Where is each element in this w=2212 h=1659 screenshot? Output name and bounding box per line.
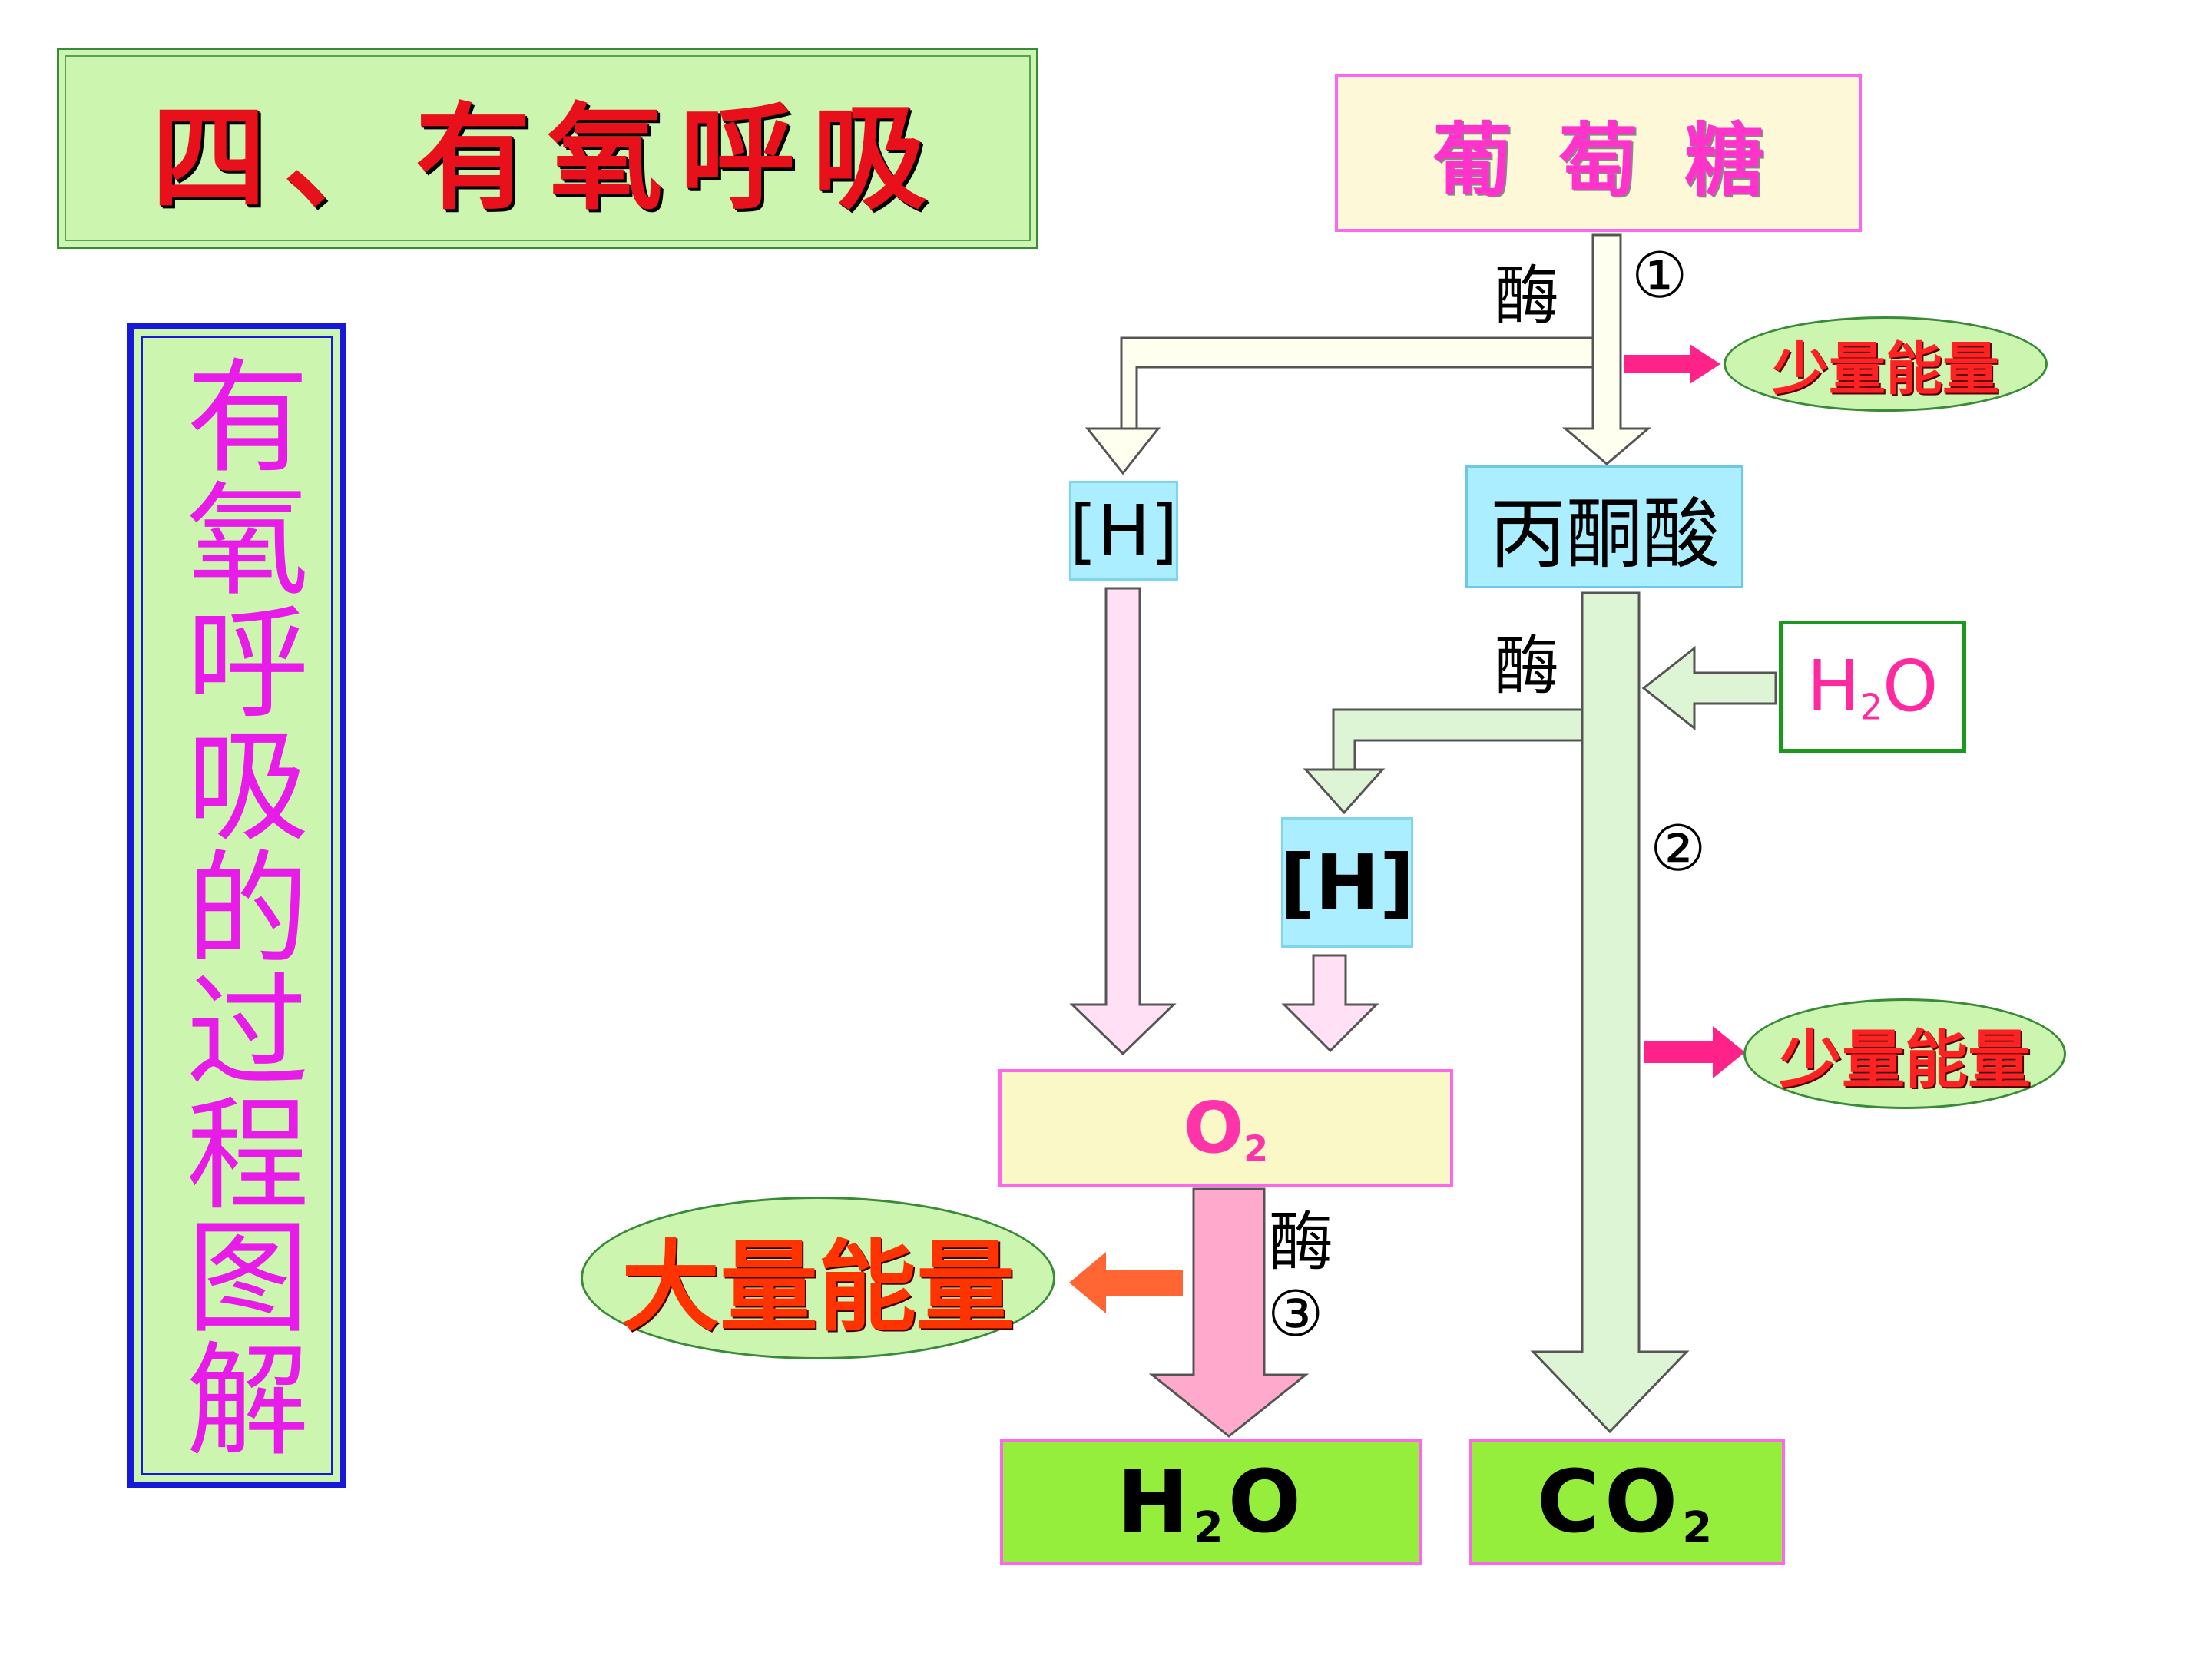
glucose-label: 葡萄糖 — [1432, 113, 1810, 207]
arrow-energy-large — [1069, 1252, 1183, 1313]
energy-large-label: 大量能量 — [621, 1230, 1015, 1345]
oxygen-label: O2 — [1183, 1087, 1269, 1170]
arrow-o2-to-water — [1148, 1187, 1310, 1438]
energy-small-1-label: 少量能量 — [1772, 336, 1999, 402]
node-glucose: 葡萄糖 — [1335, 74, 1862, 232]
water-output-label: H2O — [1117, 1452, 1306, 1553]
hydrogen-2-label: [H] — [1280, 837, 1415, 928]
energy-small-2: 少量能量 — [1743, 998, 2066, 1109]
side-label: 有氧呼吸的过程图解 — [165, 353, 310, 1459]
arrow-water-in — [1641, 645, 1777, 731]
step-1: ① — [1631, 240, 1688, 313]
node-water-input: H2O — [1779, 621, 1966, 753]
water-input-label: H2O — [1806, 645, 1939, 728]
enzyme-label-1: 酶 — [1495, 258, 1560, 333]
energy-large: 大量能量 — [581, 1197, 1055, 1359]
node-pyruvate: 丙酮酸 — [1465, 465, 1743, 588]
pyruvate-label: 丙酮酸 — [1489, 488, 1720, 579]
energy-small-2-label: 少量能量 — [1778, 1023, 2031, 1097]
node-water-output: H2O — [1000, 1439, 1422, 1565]
node-hydrogen-1: [H] — [1069, 481, 1178, 581]
step-2: ② — [1650, 813, 1707, 886]
page-title: 四、有氧呼吸 — [151, 90, 944, 226]
hydrogen-1-label: [H] — [1069, 489, 1178, 572]
node-carbon-dioxide: CO2 — [1469, 1439, 1785, 1565]
enzyme-label-3: 酶 — [1269, 1204, 1334, 1280]
arrow-glucose-to-h — [1084, 336, 1594, 475]
arrow-pyruvate-to-co2 — [1530, 591, 1690, 1434]
arrow-h2-to-o2 — [1281, 954, 1379, 1053]
step-3: ③ — [1267, 1278, 1324, 1351]
co2-label: CO2 — [1536, 1452, 1717, 1553]
enzyme-label-2: 酶 — [1495, 628, 1560, 704]
arrow-energy-1 — [1624, 344, 1720, 384]
arrow-h1-to-o2 — [1069, 587, 1177, 1056]
node-hydrogen-2: [H] — [1280, 817, 1415, 948]
node-oxygen: O2 — [998, 1069, 1453, 1187]
title-banner: 四、有氧呼吸 — [57, 48, 1038, 249]
arrow-pyruvate-to-h — [1303, 708, 1584, 815]
arrow-energy-2 — [1644, 1026, 1745, 1078]
energy-small-1: 少量能量 — [1724, 316, 2048, 412]
arrow-glucose-to-pyruvate — [1561, 233, 1652, 465]
side-label-panel: 有氧呼吸的过程图解 — [127, 323, 346, 1488]
